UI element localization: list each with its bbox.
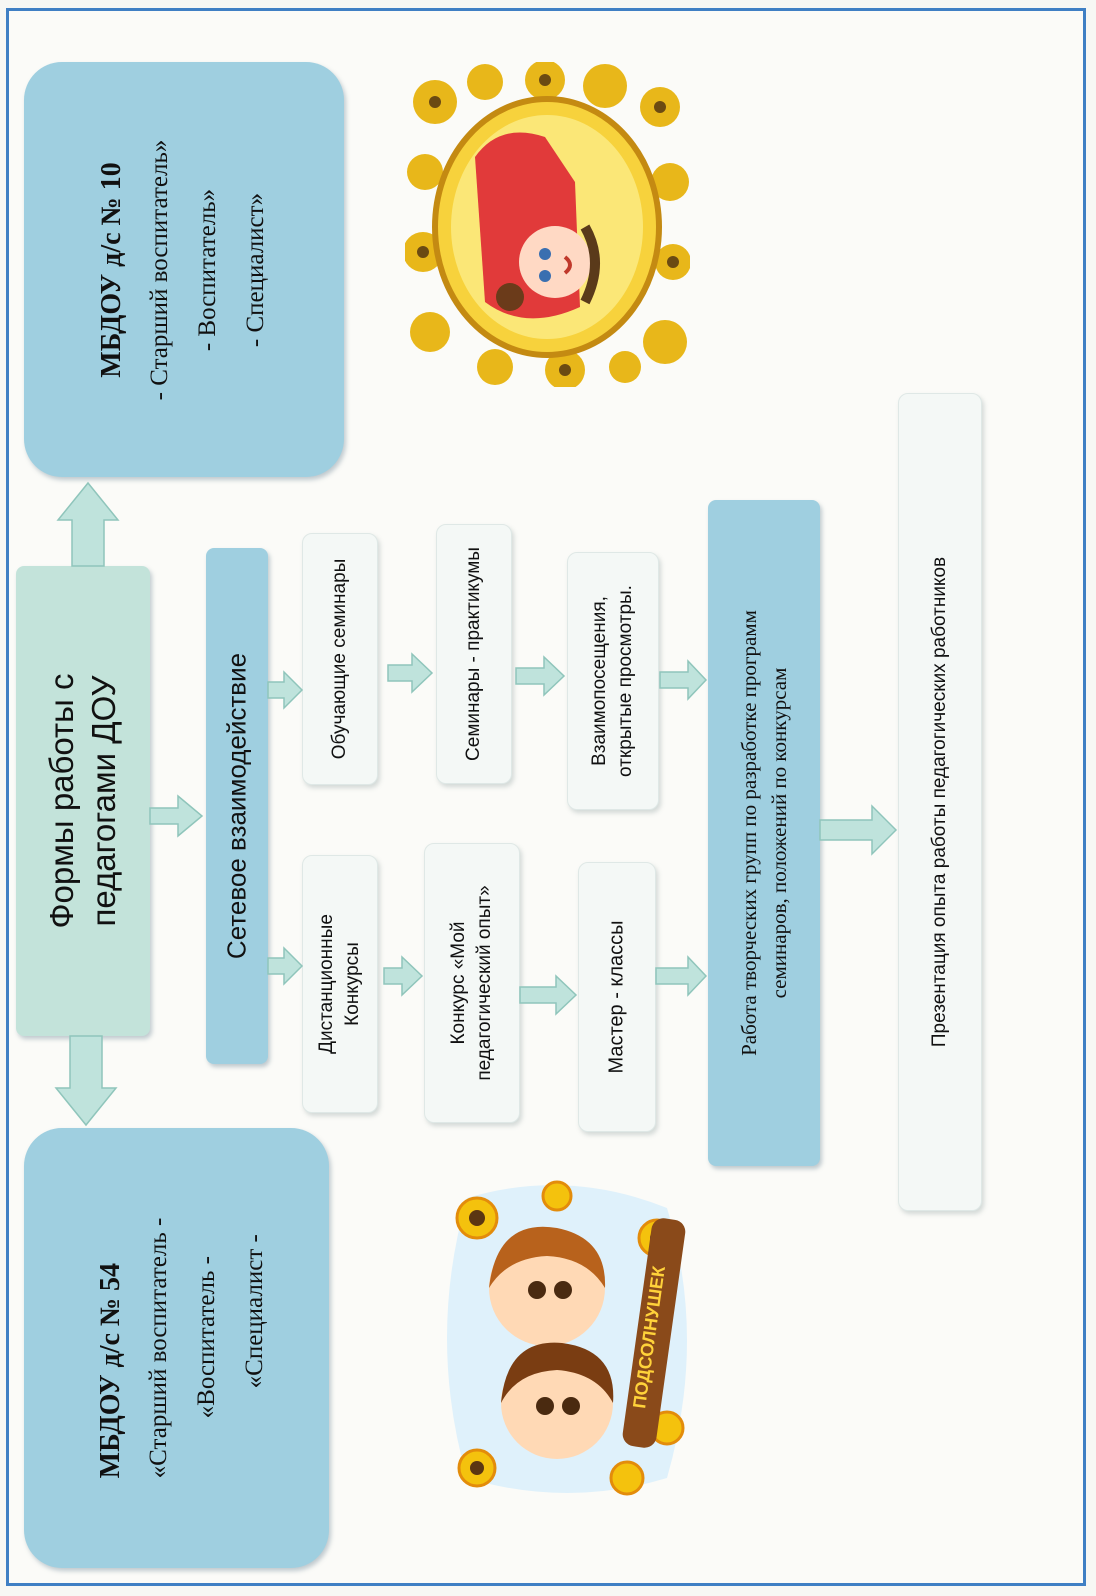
arrow-up <box>56 481 120 567</box>
mbdou-10-box: МБДОУ д/с № 10 - Старший воспитатель» - … <box>24 62 344 477</box>
arrow-right <box>819 804 898 856</box>
arrow-right <box>267 946 304 986</box>
creative-groups-box: Работа творческих групп по разработке пр… <box>708 500 820 1166</box>
arrow-right <box>383 955 424 997</box>
arrow-right <box>519 974 578 1016</box>
node-konkurs: Конкурс «Мой педагогический опыт» <box>424 843 520 1123</box>
arrow-right <box>149 794 204 838</box>
main-topic-box: Формы работы с педагогами ДОУ <box>16 566 150 1036</box>
arrow-right <box>659 659 708 701</box>
arrow-right <box>267 670 304 710</box>
arrow-right <box>515 655 566 697</box>
arrow-right <box>655 955 708 997</box>
doll-illustration <box>405 62 690 387</box>
node-dist: Дистанционные Конкурсы <box>302 855 378 1113</box>
presentation-box: Презентация опыта работы педагогических … <box>898 393 982 1211</box>
network-box: Сетевое взаимодействие <box>206 548 268 1064</box>
node-master: Мастер - классы <box>578 862 656 1132</box>
node-obuch: Обучающие семинары <box>302 533 378 785</box>
arrow-down <box>54 1035 118 1127</box>
sunflower-logo: ПОДСОЛНУШЕК <box>447 1180 687 1496</box>
node-seminars: Семинары - практикумы <box>436 524 512 784</box>
arrow-right <box>387 652 434 694</box>
node-vzaimo: Взаимопосещения, открытые просмотры. <box>567 552 659 810</box>
mbdou-54-box: МБДОУ д/с № 54 «Старший воспитатель - «В… <box>24 1128 329 1568</box>
